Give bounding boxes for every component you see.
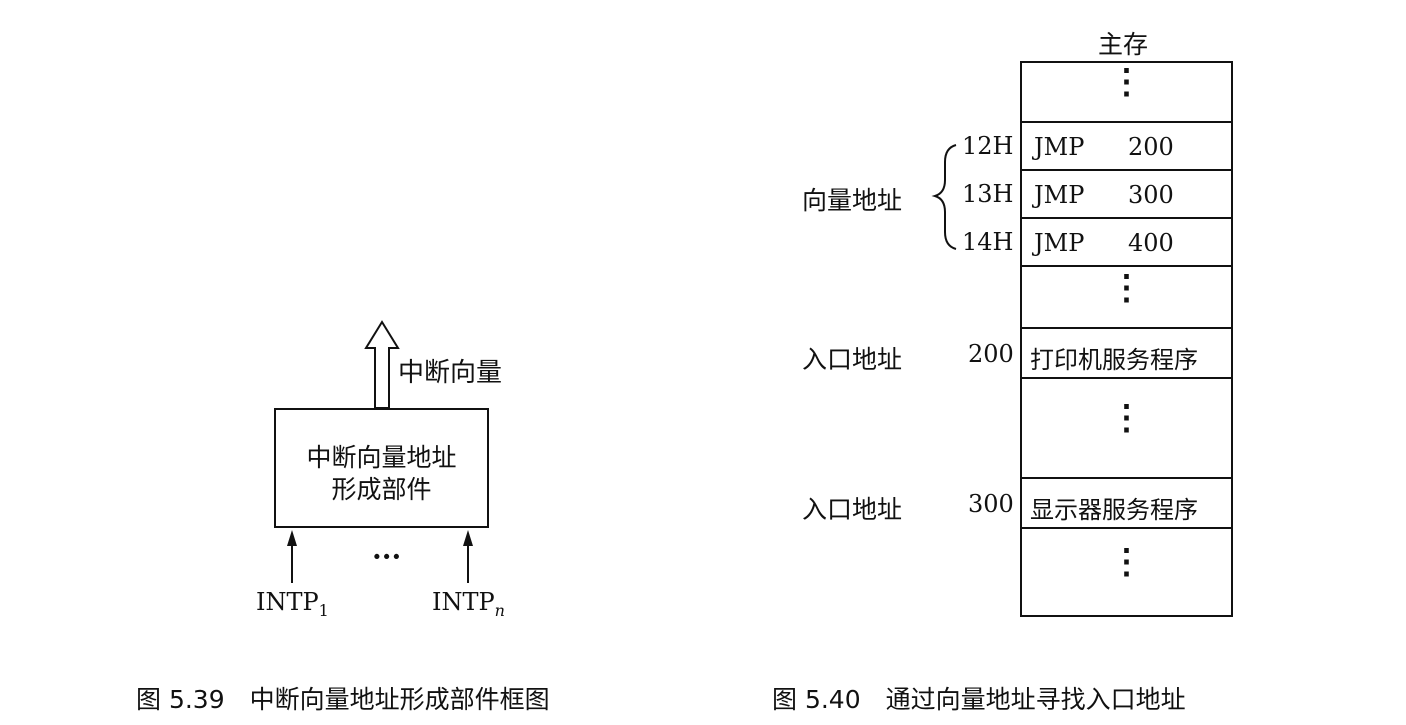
vector-address-block: 中断向量地址 形成部件 — [274, 408, 489, 528]
memory-cell-ellipsis-3: ⋮ — [1020, 377, 1233, 479]
input-n-base: INTP — [432, 588, 495, 616]
input-arrow-1-head — [287, 530, 297, 546]
entry-2-label: 入口地址 — [802, 495, 903, 524]
memory-row-13h: JMP 300 — [1020, 169, 1233, 219]
inputs-ellipsis: ··· — [372, 540, 402, 573]
block-line-2: 形成部件 — [331, 475, 432, 504]
row-0-op: JMP — [1034, 133, 1085, 161]
memory-row-printer-service: 打印机服务程序 — [1020, 327, 1233, 379]
row-1-target: 300 — [1128, 181, 1174, 209]
memory-title: 主存 — [1098, 30, 1149, 59]
row-2-op: JMP — [1034, 229, 1085, 257]
right-caption: 图 5.40 通过向量地址寻找入口地址 — [772, 685, 1186, 714]
memory-cell-ellipsis-top: ⋮ — [1020, 61, 1233, 123]
entry-1-content: 打印机服务程序 — [1030, 346, 1198, 374]
input-1-label: INTP1 — [256, 588, 329, 620]
row-2-target: 400 — [1128, 229, 1174, 257]
row-1-op: JMP — [1034, 181, 1085, 209]
memory-row-display-service: 显示器服务程序 — [1020, 477, 1233, 529]
entry-1-addr: 200 — [968, 340, 1014, 368]
output-hollow-arrow — [364, 320, 400, 409]
entry-2-content: 显示器服务程序 — [1030, 496, 1198, 524]
row-0-addr: 12H — [962, 132, 1014, 160]
input-arrow-n-head — [463, 530, 473, 546]
entry-1-label: 入口地址 — [802, 345, 903, 374]
input-n-sub: n — [494, 600, 505, 620]
row-2-addr: 14H — [962, 228, 1014, 256]
memory-row-12h: JMP 200 — [1020, 121, 1233, 171]
memory-cell-ellipsis-2: ⋮ — [1020, 265, 1233, 329]
input-1-sub: 1 — [318, 600, 329, 620]
row-0-target: 200 — [1128, 133, 1174, 161]
output-label: 中断向量 — [398, 358, 503, 388]
vector-address-brace — [931, 144, 957, 250]
left-caption: 图 5.39 中断向量地址形成部件框图 — [136, 685, 550, 714]
row-1-addr: 13H — [962, 180, 1014, 208]
vector-address-label: 向量地址 — [802, 186, 903, 215]
memory-cell-ellipsis-bottom: ⋮ — [1020, 527, 1233, 617]
memory-row-14h: JMP 400 — [1020, 217, 1233, 267]
block-line-1: 中断向量地址 — [306, 443, 457, 472]
input-n-label: INTPn — [432, 588, 505, 620]
entry-2-addr: 300 — [968, 490, 1014, 518]
input-1-base: INTP — [256, 588, 319, 616]
